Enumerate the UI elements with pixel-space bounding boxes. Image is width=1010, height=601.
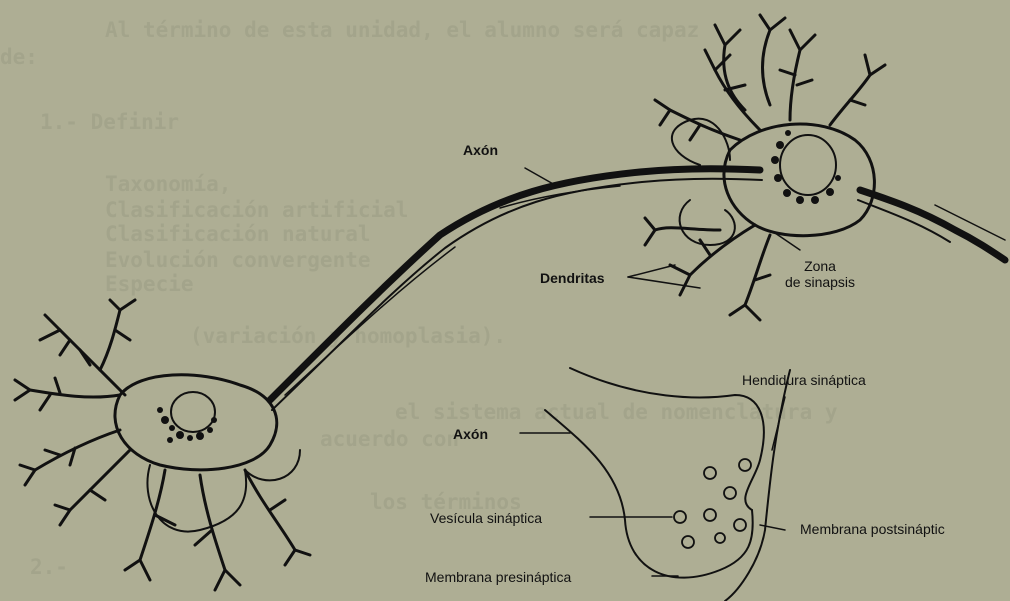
label-vesicula-sinaptica: Vesícula sináptica [430,510,542,526]
left-soma-outline [115,375,277,470]
label-membrana-presinaptica: Membrana presináptica [425,569,571,585]
left-axon-loop [147,465,246,532]
presynaptic-terminal [545,410,753,578]
right-nucleus [780,135,836,195]
right-lower-dendrites [645,218,770,320]
label-zona-de-sinapsis: Zona de sinapsis [785,258,855,290]
label-dendritas: Dendritas [540,270,605,286]
label-membrana-postsinaptica: Membrana postsináptic [800,521,945,537]
hendidura-leader [772,397,785,450]
right-outgoing-axon [858,190,1005,260]
membrana-post-leader [760,525,785,530]
main-axon [270,169,762,410]
zona-line-1: Zona [785,258,855,274]
left-dendrites [15,300,310,590]
synapse-detail [520,368,790,601]
left-nucleus [171,392,215,432]
dendritas-leader [628,265,675,277]
label-hendidura-sinaptica: Hendidura sináptica [742,372,866,388]
right-axon-loop [680,200,735,245]
left-axon-loop [245,450,300,480]
synaptic-vesicles [674,459,751,548]
left-nucleus-dots [157,407,217,443]
right-nucleus-dots [771,130,841,204]
label-axon-bottom: Axón [453,426,488,442]
axon-top-leader [525,168,555,185]
zona-line-2: de sinapsis [785,274,855,290]
label-axon-top: Axón [463,142,498,158]
right-dendrites [655,15,885,140]
